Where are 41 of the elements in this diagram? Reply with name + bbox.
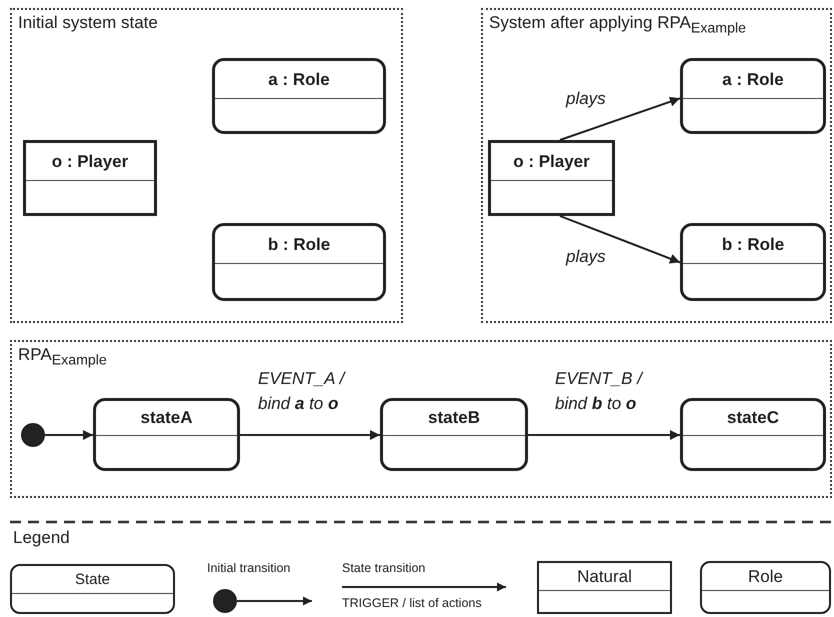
panel-title: RPA$_{Example}$ xyxy=(18,345,107,368)
initial-state-dot xyxy=(21,423,45,447)
dotted-panel xyxy=(10,8,403,323)
transition-arrow xyxy=(560,96,680,141)
dotted-panel xyxy=(481,8,832,323)
legend-text: Natural xyxy=(577,566,632,586)
node-label: a : Role xyxy=(722,70,784,90)
transition-arrow xyxy=(45,430,93,440)
legend-text: Role xyxy=(748,566,783,586)
legend-text: State transition xyxy=(342,561,426,575)
dotted-panel xyxy=(10,340,832,498)
transition-arrow xyxy=(528,430,680,440)
edge-label: EVENT_A / bind a to o xyxy=(258,368,347,415)
transition-arrow xyxy=(560,215,680,264)
legend-title: Legend xyxy=(13,528,70,548)
rounded-class-box xyxy=(93,398,240,471)
node-label: b : Role xyxy=(268,234,330,254)
rounded-class-box xyxy=(212,58,386,134)
edge-label: EVENT_B / bind b to o xyxy=(555,368,644,415)
node-label: stateB xyxy=(428,408,480,428)
legend-text: State xyxy=(74,571,110,588)
node-label: b : Role xyxy=(722,234,784,254)
panel-title: System after applying RPA$_{Example}$ xyxy=(489,13,746,36)
node-label: a : Role xyxy=(268,70,330,90)
class-box xyxy=(23,140,157,216)
rounded-class-box xyxy=(680,223,826,301)
rounded-class-box xyxy=(680,58,826,134)
legend-note: TRIGGER / list of actions xyxy=(342,596,482,610)
legend-text: Initial transition xyxy=(207,561,290,575)
class-box xyxy=(488,140,615,216)
transition-arrow xyxy=(240,430,380,440)
edge-label: plays xyxy=(566,88,607,110)
edge-label: plays xyxy=(566,246,607,268)
node-label: o : Player xyxy=(513,152,590,172)
rounded-class-box xyxy=(380,398,528,471)
node-label: stateC xyxy=(727,408,779,428)
rounded-class-box xyxy=(680,398,826,471)
panel-title: Initial system state xyxy=(18,13,158,33)
node-label: stateA xyxy=(140,408,192,428)
rounded-class-box xyxy=(212,223,386,301)
node-label: o : Player xyxy=(52,152,128,172)
